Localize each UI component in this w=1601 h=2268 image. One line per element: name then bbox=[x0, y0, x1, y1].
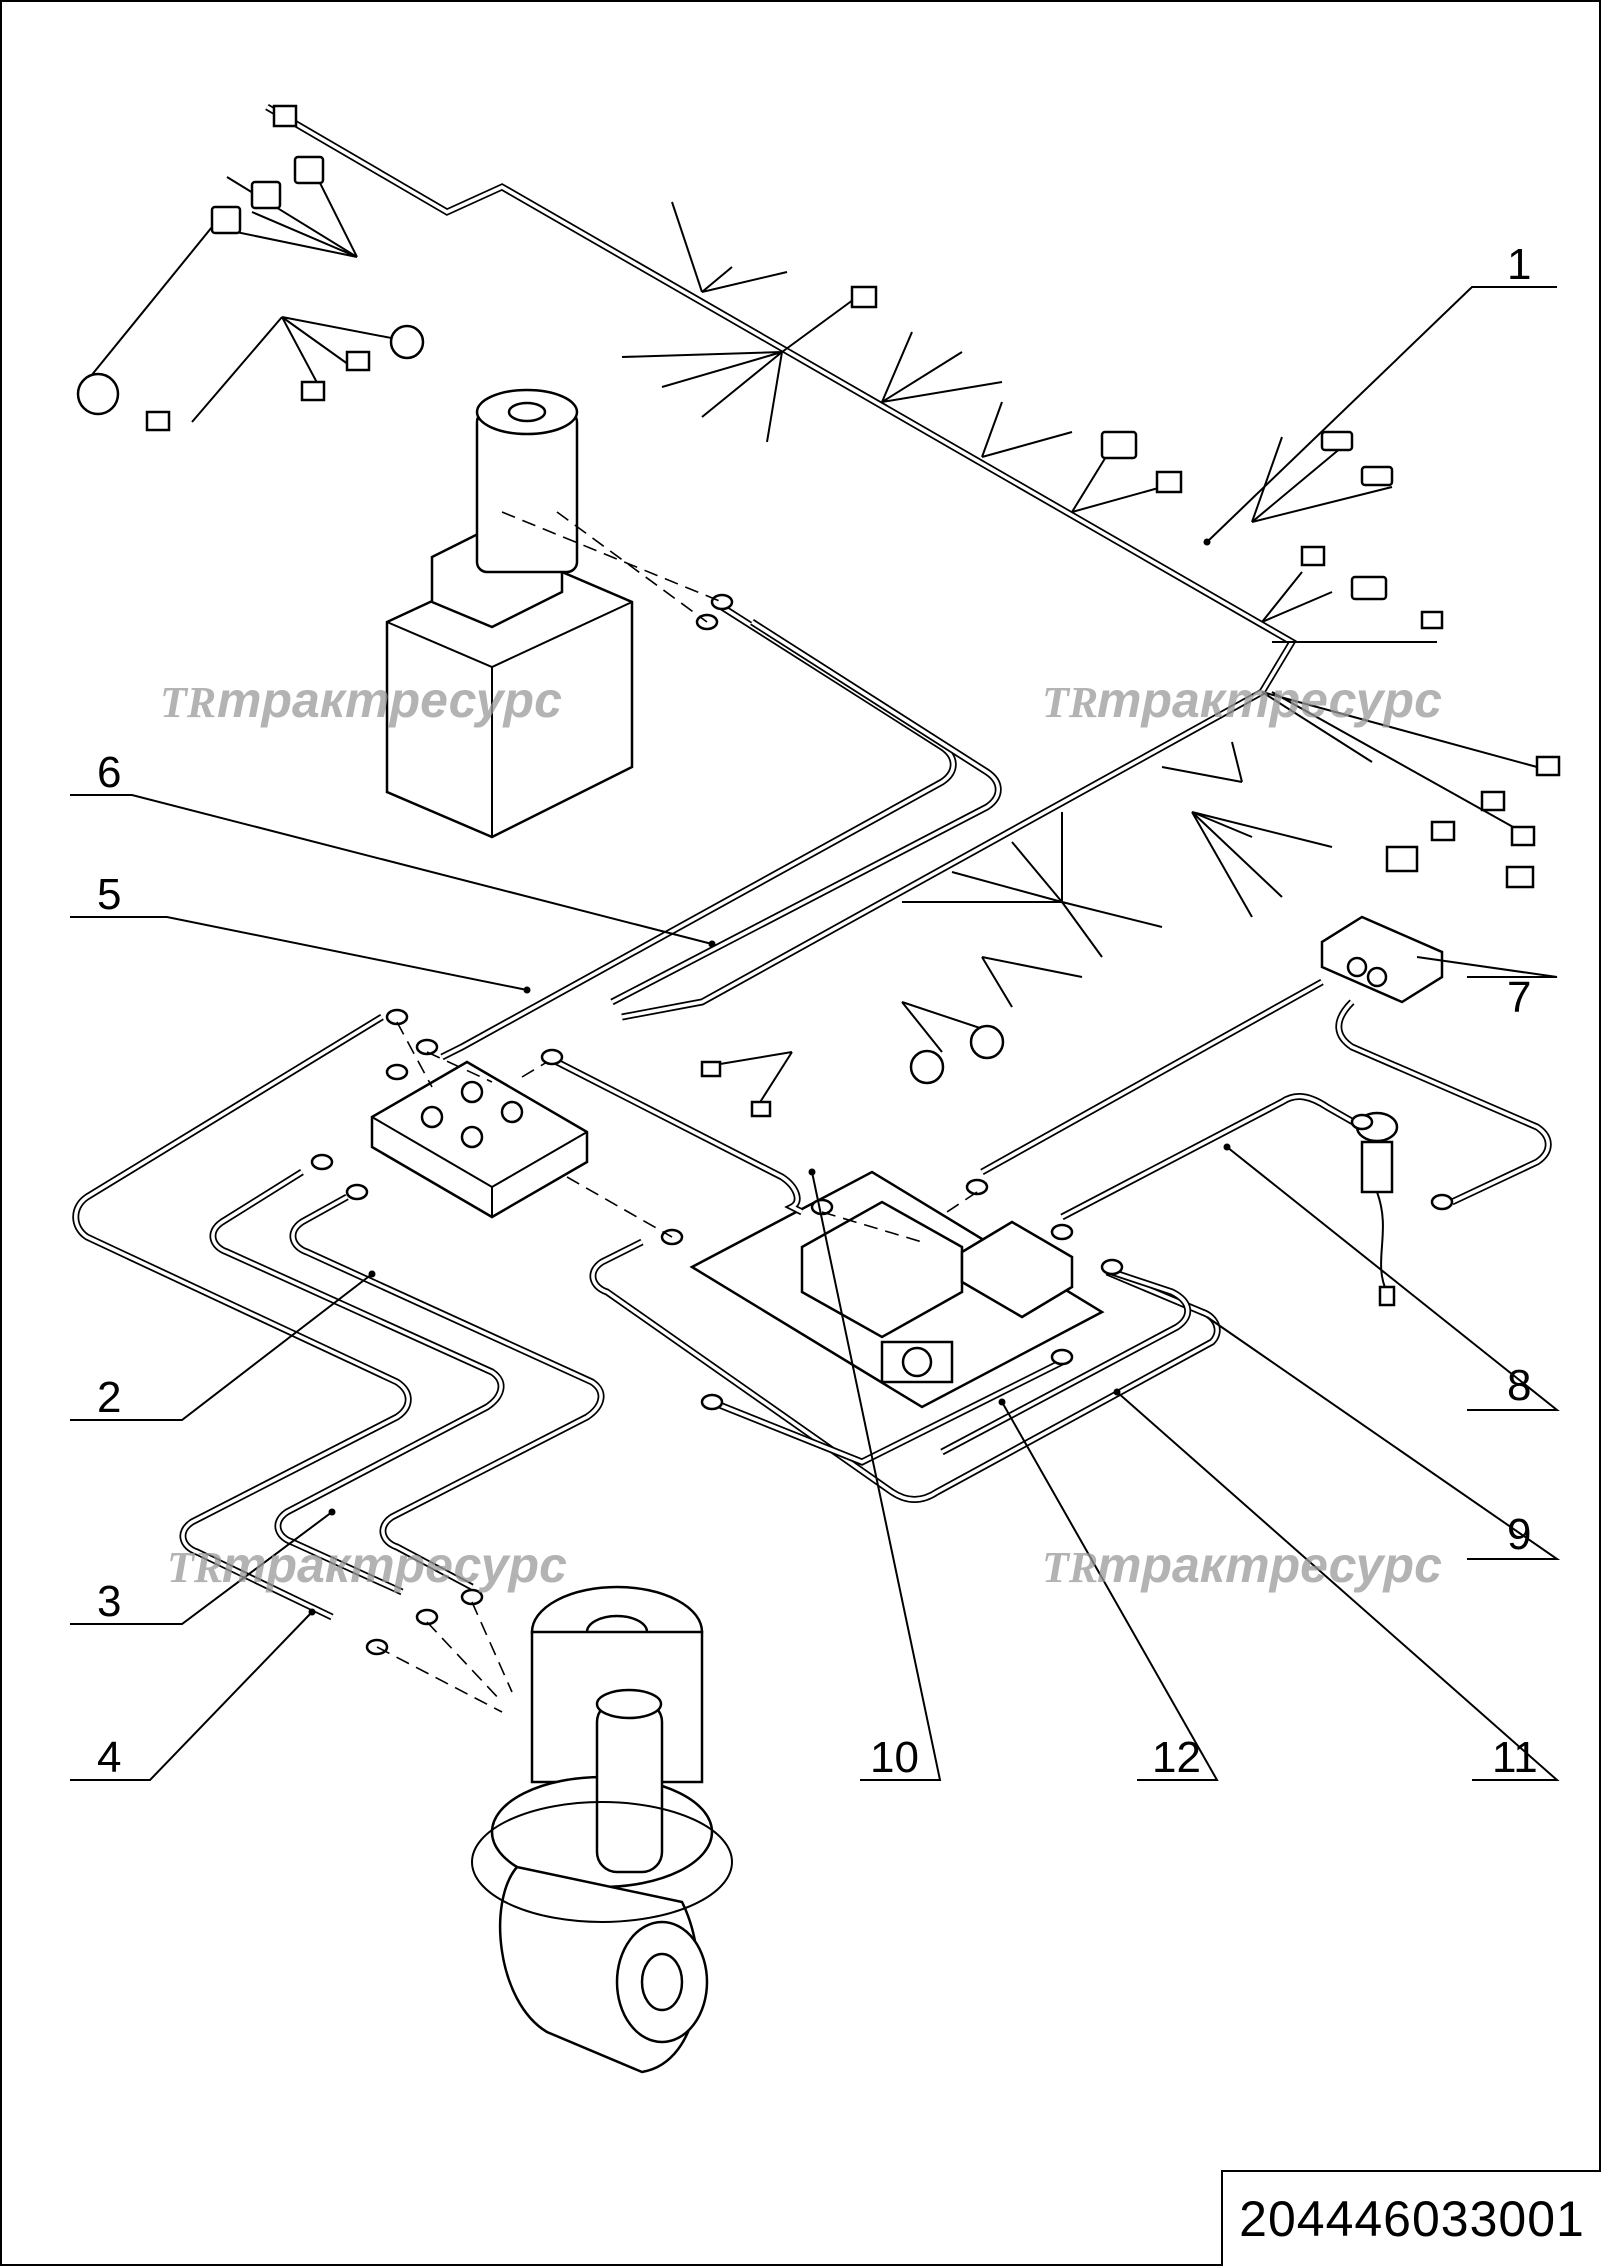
callout-2: 2 bbox=[97, 1373, 121, 1422]
callout-10: 10 bbox=[870, 1733, 919, 1782]
key-switch bbox=[1355, 1111, 1399, 1307]
emergency-disconnect bbox=[1320, 915, 1444, 1004]
drive-unit bbox=[471, 1585, 733, 2074]
watermark-text: трактресурс bbox=[1097, 1537, 1442, 1593]
traction-controller bbox=[370, 1060, 589, 1219]
callout-12: 12 bbox=[1152, 1733, 1201, 1782]
leader-lines bbox=[70, 286, 1561, 1781]
dashed-connectors bbox=[376, 511, 978, 1713]
callout-5: 5 bbox=[97, 870, 121, 919]
drawing-code: 204446033001 bbox=[1221, 2170, 1601, 2266]
callout-4: 4 bbox=[97, 1733, 121, 1782]
callout-3: 3 bbox=[97, 1577, 121, 1626]
callout-11: 11 bbox=[1492, 1733, 1538, 1782]
watermark-logo: TR bbox=[160, 678, 216, 727]
watermark-logo: TR bbox=[1042, 678, 1098, 727]
callout-labels: 1 2 3 4 5 6 7 8 9 10 11 12 bbox=[97, 240, 1538, 1782]
callout-1: 1 bbox=[1507, 240, 1531, 289]
power-cables bbox=[72, 593, 1552, 1656]
watermark-logo: TR bbox=[167, 1543, 223, 1592]
callout-6: 6 bbox=[97, 748, 121, 797]
watermarks: TR трактресурс TR трактресурс TR трактре… bbox=[160, 672, 1442, 1593]
main-harness bbox=[76, 103, 1561, 1118]
pump-motor-unit bbox=[385, 388, 634, 839]
watermark-text: трактресурс bbox=[217, 672, 562, 728]
callout-8: 8 bbox=[1507, 1361, 1531, 1410]
harness-connectors bbox=[76, 104, 1561, 1118]
callout-9: 9 bbox=[1507, 1510, 1531, 1559]
contactor-panel bbox=[689, 1170, 1105, 1409]
watermark-text: трактресурс bbox=[222, 1537, 567, 1593]
watermark-text: трактресурс bbox=[1097, 672, 1442, 728]
callout-7: 7 bbox=[1507, 973, 1531, 1022]
watermark-logo: TR bbox=[1042, 1543, 1098, 1592]
